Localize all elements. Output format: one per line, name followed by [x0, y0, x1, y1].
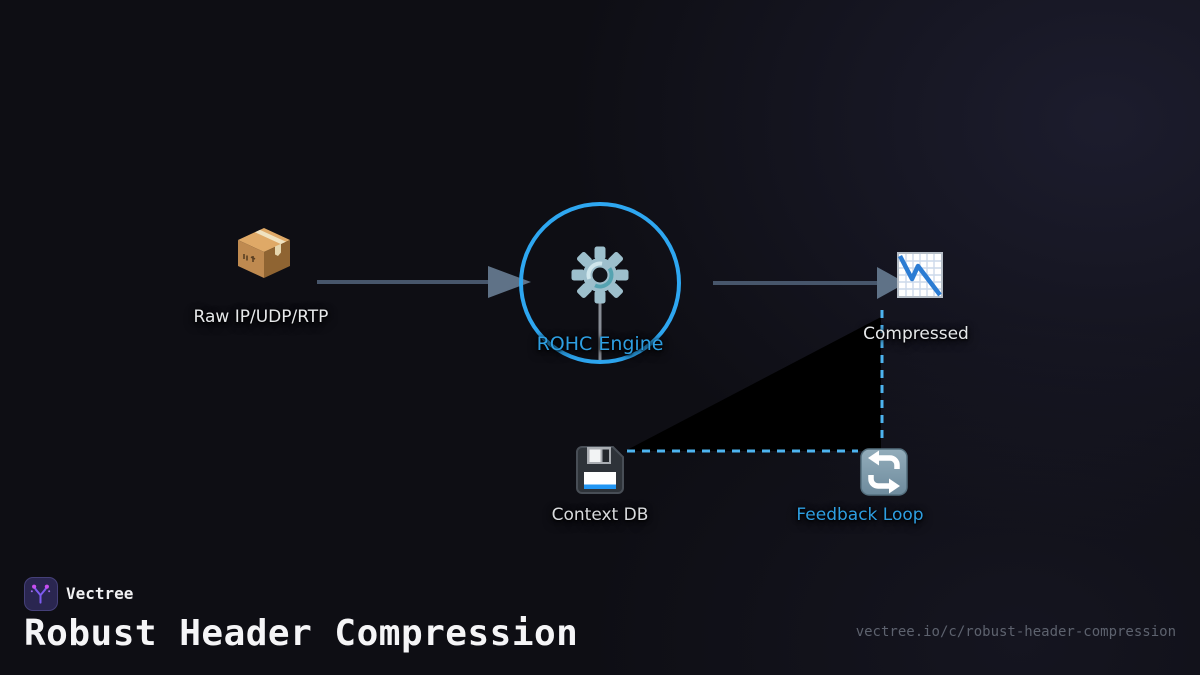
chart-decreasing-icon — [897, 252, 943, 298]
brand-name: Vectree — [66, 584, 134, 603]
floppy-disk-icon — [576, 446, 624, 494]
node-label-raw: Raw IP/UDP/RTP — [193, 307, 329, 327]
arrow-raw-to-engine-head — [488, 266, 531, 298]
arrow-engine-to-compressed-head — [877, 267, 906, 299]
gear-icon — [571, 246, 629, 304]
counterclockwise-arrows-icon — [860, 448, 908, 496]
node-label-compressed: Compressed — [863, 324, 969, 344]
black-wedge-shape — [625, 317, 881, 451]
vectree-branch-icon — [30, 584, 51, 604]
page-title: Robust Header Compression — [24, 613, 579, 654]
engine-circle-ring — [519, 202, 681, 364]
page-url: vectree.io/c/robust-header-compression — [855, 624, 1176, 640]
node-label-contextdb: Context DB — [551, 505, 649, 525]
brand-logo — [24, 577, 58, 611]
node-label-feedback: Feedback Loop — [796, 505, 924, 525]
node-label-engine: ROHC Engine — [536, 333, 664, 355]
package-icon — [238, 228, 290, 278]
